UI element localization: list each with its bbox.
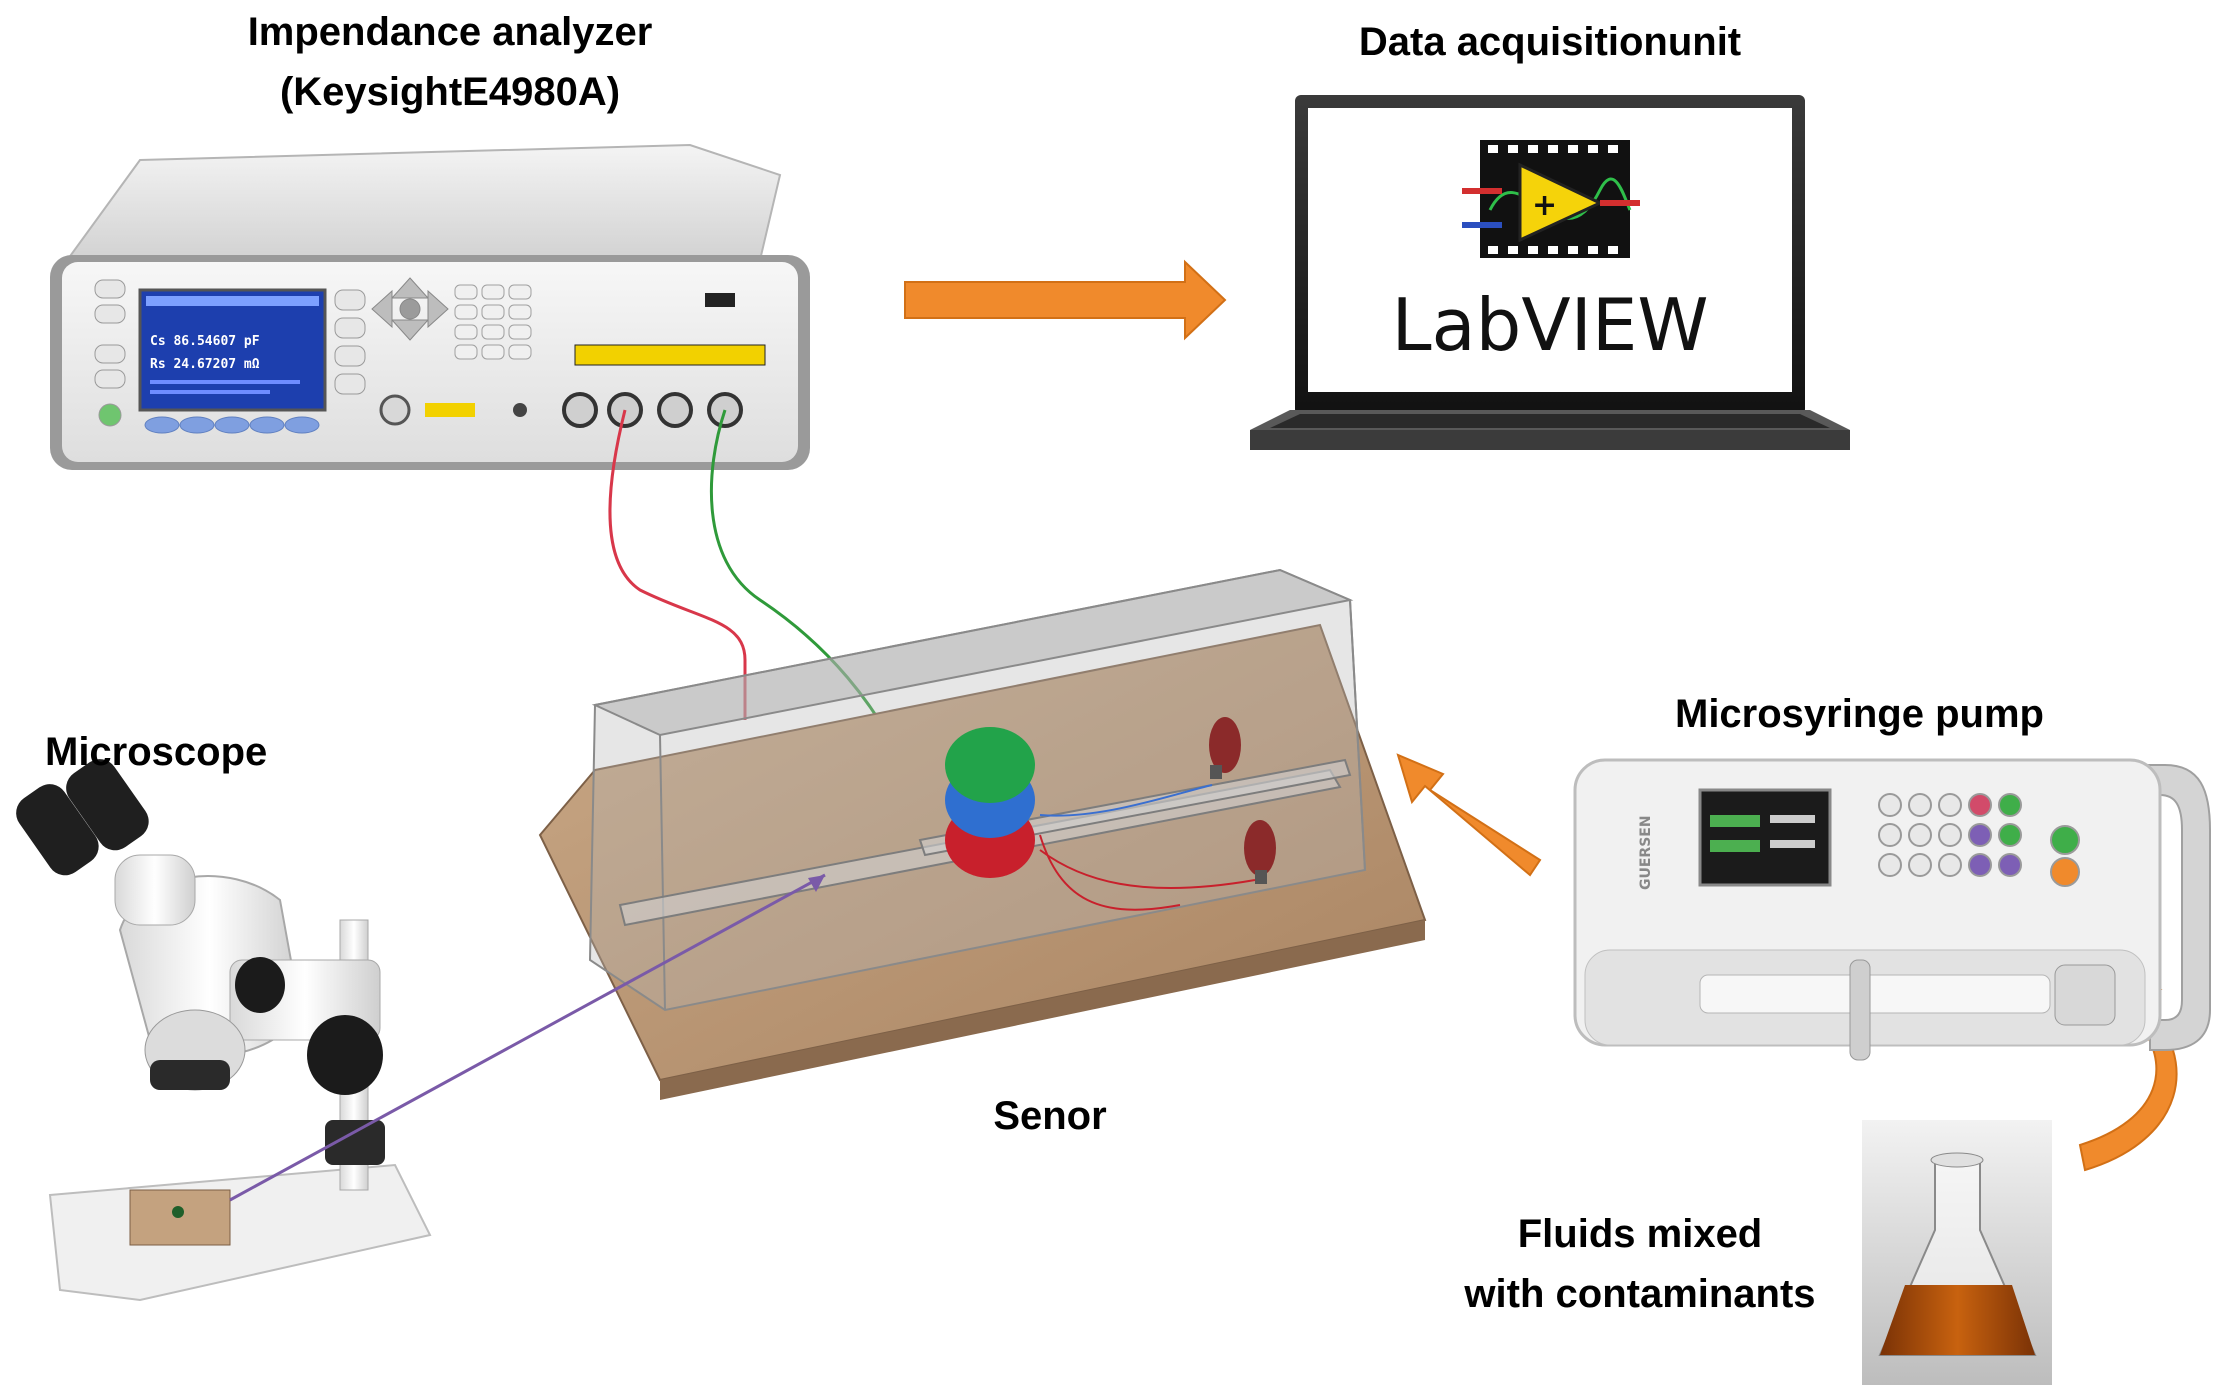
microscope-observation-line	[229, 873, 826, 1202]
analyzer-title-line1: Impendance analyzer	[247, 10, 653, 54]
contaminated-fluid	[1880, 1285, 2035, 1355]
analyzer-title-line2: (KeysightE4980A)	[279, 70, 621, 114]
daq-title: Data acquisitionunit	[1358, 20, 1742, 64]
svg-text:+: +	[1532, 188, 1557, 223]
microscope	[16, 759, 432, 1302]
analyzer-bottom-keys	[144, 416, 320, 434]
fluids-title-line1: Fluids mixed	[1517, 1212, 1763, 1256]
pump-keypad	[1878, 793, 2080, 887]
microscope-title: Microscope	[45, 730, 268, 774]
fluids-title-line2: with contaminants	[1464, 1272, 1816, 1316]
impedance-analyzer: Cs 86.54607 pF Rs 24.67207 mΩ	[50, 143, 810, 470]
arrow-pump-to-sensor	[1396, 753, 1542, 877]
conical-flask	[1862, 1120, 2052, 1385]
analyzer-readout-cs: Cs 86.54607 pF	[150, 334, 260, 349]
sensor-title: Senor	[993, 1094, 1107, 1138]
labview-logo: +	[1462, 140, 1640, 258]
red-cable	[608, 409, 747, 720]
analyzer-side-keys	[94, 279, 366, 427]
analyzer-readout-rs: Rs 24.67207 mΩ	[150, 357, 260, 372]
analyzer-terminals	[562, 392, 743, 428]
electrode-disc-green	[945, 727, 1035, 803]
arrow-analyzer-to-daq	[904, 259, 1227, 341]
sensor-assembly	[538, 568, 1427, 1100]
pump-display	[1698, 788, 1832, 887]
pump-brand: GUERSEN	[1638, 815, 1654, 890]
labview-wordmark: LabVIEW	[1391, 283, 1708, 367]
syringe-pump: GUERSEN	[1573, 758, 2211, 1061]
pump-title: Microsyringe pump	[1675, 692, 2044, 736]
analyzer-nav-keys	[371, 277, 449, 341]
analyzer-keypad	[454, 284, 532, 360]
